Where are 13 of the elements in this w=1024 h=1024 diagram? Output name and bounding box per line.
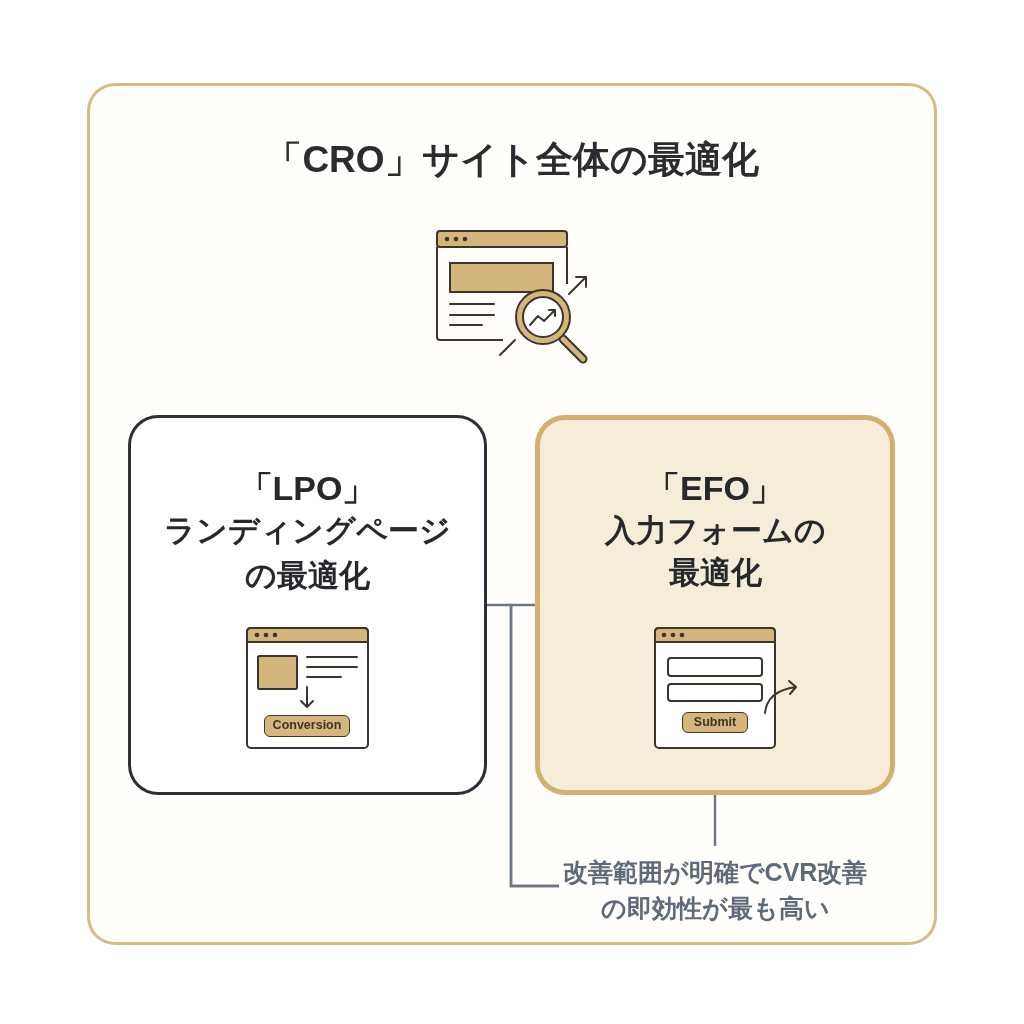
category-box (128, 415, 487, 795)
connector-line (713, 795, 717, 846)
box-subtitle: ランディングページの最適化 (163, 512, 452, 595)
box-title: 「LPO」 (238, 468, 377, 509)
highlighted-category-box (535, 415, 895, 795)
box-title: 「EFO」 (646, 468, 784, 509)
note-text: 改善範囲が明確でCVR改善の即効性が最も高い (559, 846, 871, 926)
group-title: 「CRO」サイト全体の最適化 (265, 138, 759, 182)
container-box (87, 83, 937, 945)
submit-button: Submit (682, 712, 748, 733)
conversion-button: Conversion (264, 715, 350, 737)
box-subtitle: 入力フォームの最適化 (603, 512, 827, 592)
connector-line (509, 603, 559, 888)
